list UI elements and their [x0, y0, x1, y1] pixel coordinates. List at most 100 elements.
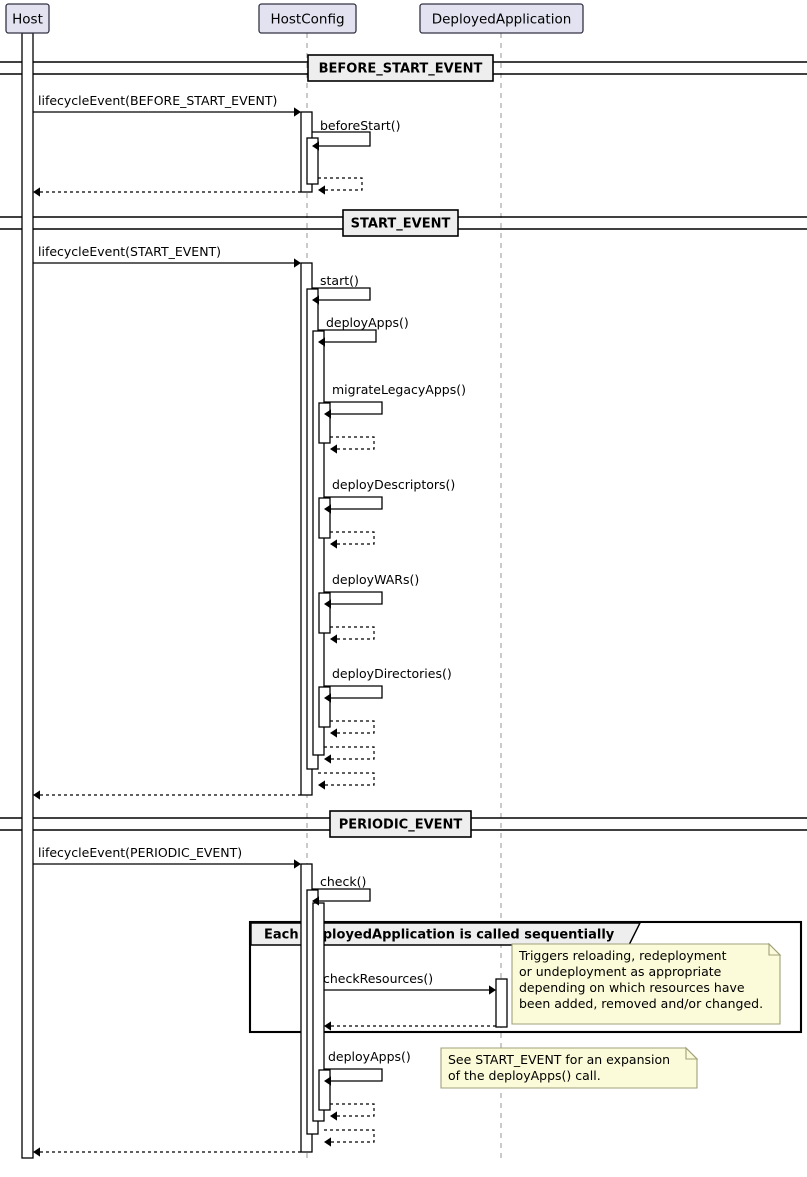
divider-start: START_EVENT	[0, 209, 807, 237]
message-path	[318, 329, 377, 343]
message-m-lifecycle-before-start: lifecycleEvent(BEFORE_START_EVENT)	[33, 93, 301, 117]
divider-box	[329, 810, 472, 838]
message-path	[330, 531, 375, 545]
message-m-migrate-self: migrateLegacyApps()	[324, 382, 466, 419]
participant-deposit[interactable]: DeployedApplication	[419, 3, 584, 34]
note-line: or undeployment as appropriate	[519, 964, 722, 979]
message-m-directories-self: deployDirectories()	[324, 666, 452, 703]
divider-label: BEFORE_START_EVENT	[319, 62, 483, 77]
message-label: migrateLegacyApps()	[332, 382, 466, 397]
divider-box	[342, 209, 459, 237]
message-m-wars-self: deployWARs()	[324, 572, 419, 609]
lifelines-layer	[26, 33, 502, 1162]
activation-bar-config-act-before-start-self	[306, 137, 319, 185]
note-line: See START_EVENT for an expansion	[448, 1052, 670, 1067]
arrowhead	[312, 896, 319, 906]
message-label: start()	[320, 273, 359, 288]
arrowhead	[324, 1137, 331, 1147]
arrowhead	[330, 634, 337, 644]
participant-config[interactable]: HostConfig	[258, 3, 357, 34]
arrowhead	[324, 504, 331, 514]
message-m-descriptors-self: deployDescriptors()	[324, 477, 455, 514]
arrowhead	[324, 409, 331, 419]
message-label: deployApps()	[328, 1049, 411, 1064]
message-path	[324, 496, 383, 510]
message-m-check-resources: checkResources()	[323, 971, 496, 995]
message-path	[330, 720, 375, 734]
message-path	[324, 1129, 375, 1143]
arrowhead	[318, 780, 325, 790]
divider-before-start: BEFORE_START_EVENT	[0, 54, 807, 82]
arrowhead	[330, 728, 337, 738]
message-m-start-self: start()	[312, 273, 371, 305]
message-path	[324, 591, 383, 605]
note-line: depending on which resources have	[519, 980, 745, 995]
message-m-lifecycle-periodic: lifecycleEvent(PERIODIC_EVENT)	[33, 845, 301, 869]
message-path	[330, 436, 375, 450]
activation-bar-deployed-act-check	[495, 978, 508, 1028]
message-path	[318, 177, 363, 191]
arrowhead	[330, 444, 337, 454]
message-m-before-start-self: beforeStart()	[312, 118, 401, 151]
divider-label: PERIODIC_EVENT	[339, 818, 463, 833]
message-m-lifecycle-start: lifecycleEvent(START_EVENT)	[33, 244, 301, 268]
message-path	[330, 626, 375, 640]
message-m-start-return-host	[33, 790, 301, 800]
message-path	[318, 772, 375, 786]
message-m-migrate-ret	[330, 436, 375, 454]
participant-box[interactable]	[419, 3, 584, 34]
message-path	[324, 401, 383, 415]
arrowhead	[312, 295, 319, 305]
arrowhead	[318, 185, 325, 195]
message-m-start-ret	[318, 772, 375, 790]
arrowhead	[294, 258, 301, 268]
participants-layer: Host HostConfig DeployedApplication	[5, 3, 584, 34]
participant-host[interactable]: Host	[5, 3, 50, 34]
message-m-before-start-return	[33, 187, 301, 197]
note-body	[440, 1047, 698, 1089]
arrowhead	[489, 985, 496, 995]
group-label: Each DeployedApplication is called seque…	[264, 928, 615, 943]
activation-bar-config-act-descriptors	[318, 497, 331, 539]
message-path	[312, 287, 371, 301]
group-frame	[248, 920, 803, 1034]
activation-bar-config-act-deployapps	[312, 330, 325, 756]
message-m-periodic-return-host	[33, 1147, 301, 1157]
arrowhead	[330, 539, 337, 549]
arrowhead	[33, 1147, 40, 1157]
message-m-deployapps2-ret	[330, 1103, 375, 1121]
participant-label: HostConfig	[270, 12, 344, 28]
arrowhead	[318, 337, 325, 347]
arrowhead	[312, 141, 319, 151]
message-label: lifecycleEvent(BEFORE_START_EVENT)	[38, 93, 277, 108]
participant-box[interactable]	[258, 3, 357, 34]
divider-box	[307, 54, 494, 82]
arrowhead	[33, 790, 40, 800]
note-line: Triggers reloading, redeployment	[518, 948, 727, 963]
message-m-wars-ret	[330, 626, 375, 644]
message-label: check()	[320, 874, 366, 889]
message-path	[324, 685, 383, 699]
arrowhead	[294, 107, 301, 117]
arrowhead	[330, 1111, 337, 1121]
participant-label: Host	[12, 12, 43, 28]
messages-layer: lifecycleEvent(BEFORE_START_EVENT)before…	[33, 93, 496, 1157]
message-path	[330, 1103, 375, 1117]
divider-label: START_EVENT	[351, 217, 451, 232]
message-label: deployApps()	[326, 315, 409, 330]
message-label: lifecycleEvent(START_EVENT)	[38, 244, 221, 259]
message-m-descriptors-ret	[330, 531, 375, 549]
arrowhead	[324, 1076, 331, 1086]
message-path	[312, 131, 371, 147]
participant-box[interactable]	[5, 3, 50, 34]
note-body	[511, 943, 781, 1025]
arrowhead	[324, 1021, 331, 1031]
activation-bars-layer	[21, 32, 508, 1159]
note-fold-corner	[768, 942, 782, 956]
arrowhead	[324, 693, 331, 703]
message-m-deployapps2-self: deployApps()	[324, 1049, 411, 1086]
